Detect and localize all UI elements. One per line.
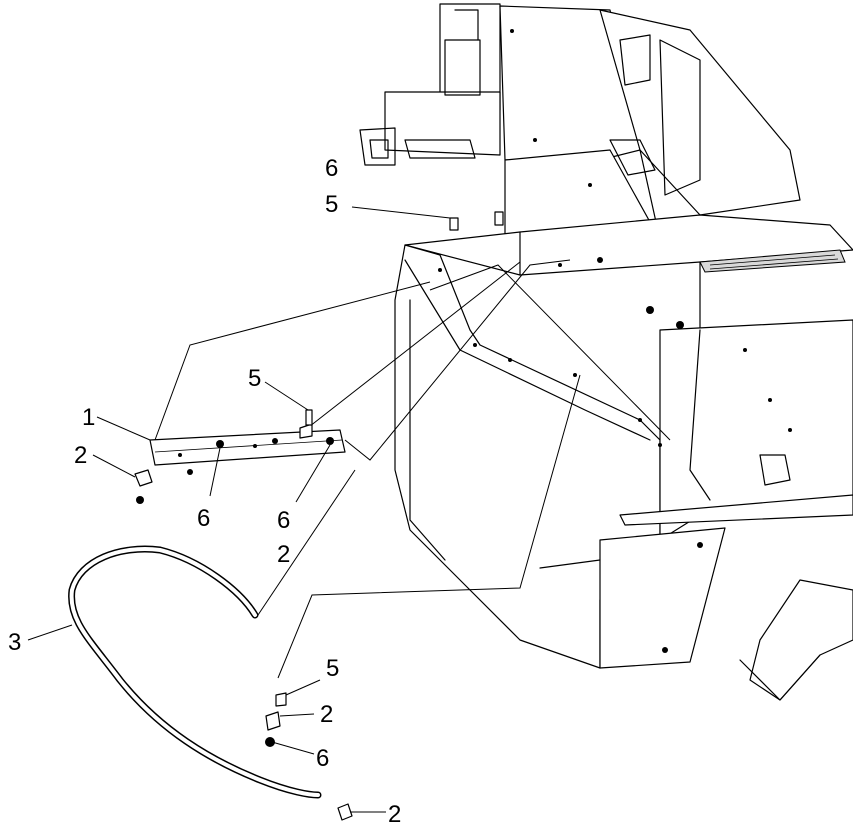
exploded-view-lines [154, 259, 671, 679]
callout-2-bottom-b: 2 [388, 801, 401, 828]
callout-5-bottom: 5 [326, 655, 339, 682]
callout-6-bottom: 6 [316, 745, 329, 772]
callout-6-left: 6 [197, 505, 210, 532]
callout-6-mid: 6 [277, 507, 290, 534]
callout-1: 1 [82, 404, 95, 431]
top-screws [449, 211, 504, 231]
callout-2-bottom-a: 2 [320, 701, 333, 728]
callout-labels: 6 5 5 1 2 6 6 2 3 5 2 6 2 [8, 155, 401, 828]
callout-5-top: 5 [325, 191, 338, 218]
mounting-bracket-part-1 [134, 409, 346, 504]
hardware-dots [438, 29, 792, 653]
callout-2-mid: 2 [277, 541, 290, 568]
upper-frame-assembly [359, 3, 853, 701]
callout-2-left: 2 [74, 442, 87, 469]
tube-hose-part-3 [68, 545, 322, 799]
callout-6-top: 6 [325, 155, 338, 182]
lower-hardware [265, 692, 353, 821]
callout-5-mid: 5 [248, 365, 261, 392]
callout-leaders [27, 206, 451, 813]
callout-3: 3 [8, 629, 21, 656]
